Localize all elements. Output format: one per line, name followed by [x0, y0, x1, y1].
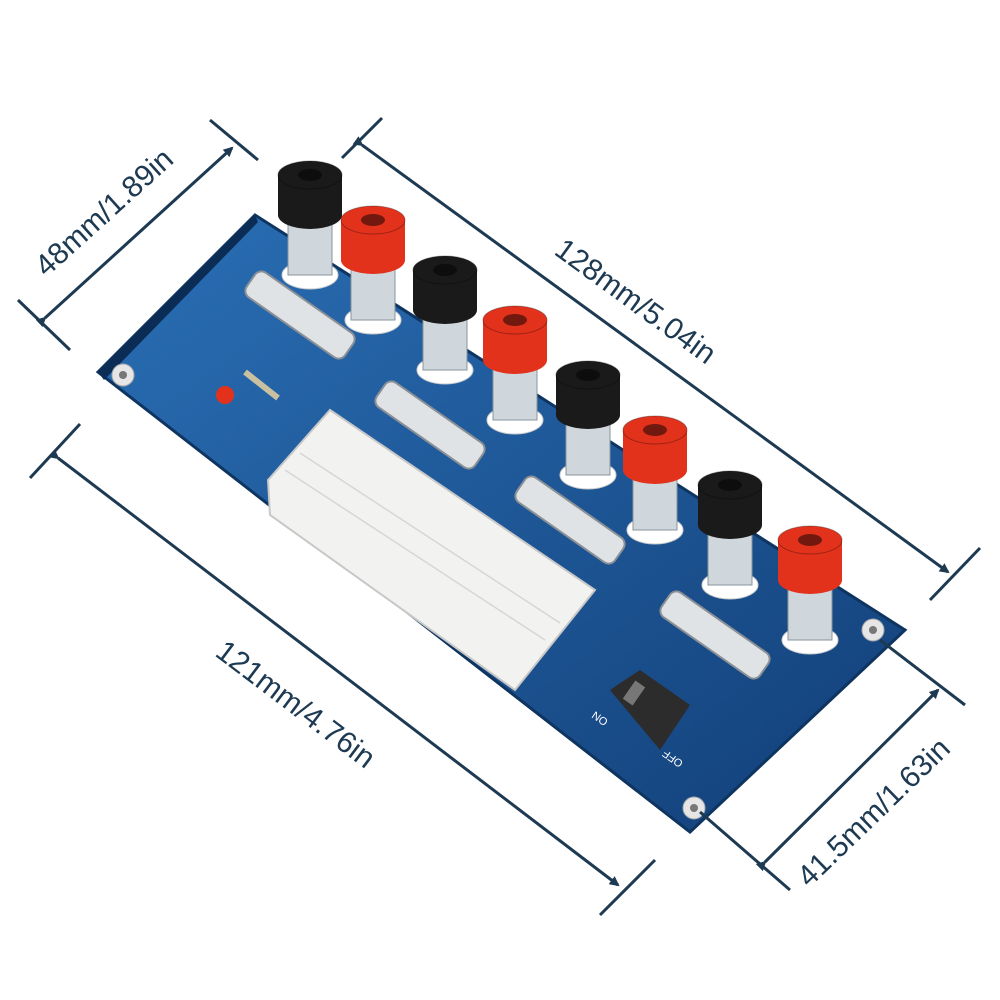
led — [216, 386, 234, 404]
black-binding-post — [277, 160, 343, 290]
black-binding-post — [412, 255, 478, 385]
red-binding-post — [340, 205, 406, 335]
dimension-lines — [16, 116, 982, 917]
black-binding-post — [555, 360, 621, 490]
red-binding-post — [777, 525, 843, 655]
red-binding-post — [622, 415, 688, 545]
black-binding-post — [697, 470, 763, 600]
red-binding-post — [482, 305, 548, 435]
